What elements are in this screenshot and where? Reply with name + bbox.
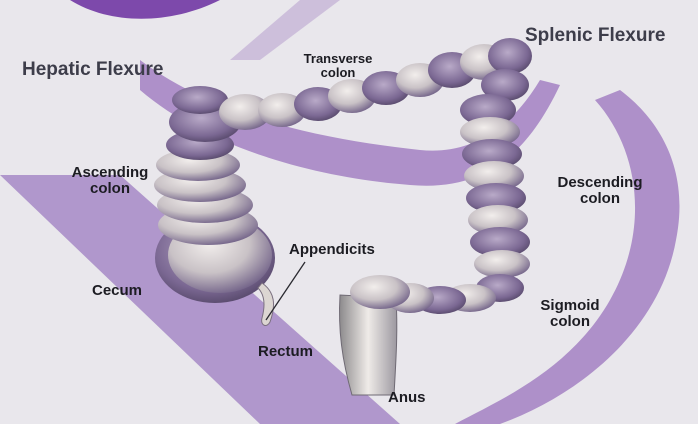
label-sigmoid-line-2: colon	[520, 314, 620, 330]
label-sigmoid-line-1: Sigmoid	[520, 298, 620, 314]
label-sigmoid-colon: Sigmoid colon	[520, 298, 620, 330]
label-anus: Anus	[388, 390, 426, 406]
label-rectum: Rectum	[258, 344, 313, 360]
label-cecum: Cecum	[92, 283, 142, 299]
